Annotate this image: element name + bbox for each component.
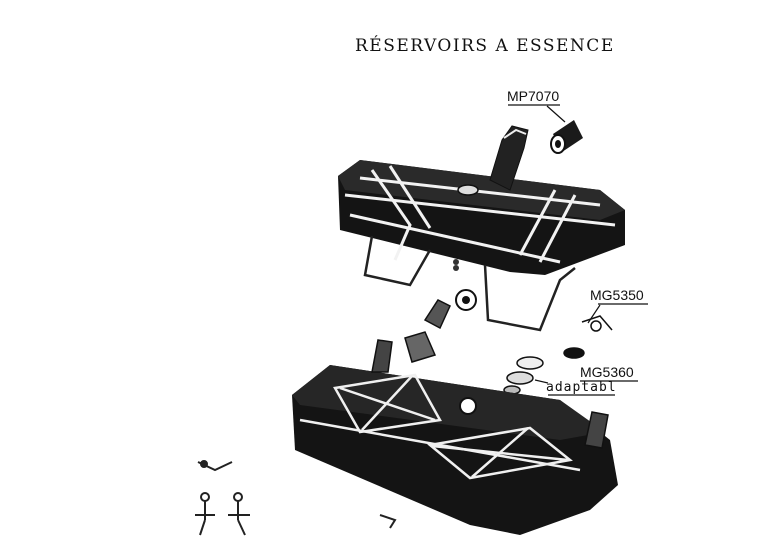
leader-mg5360	[534, 379, 549, 384]
label-mg5360: MG5360	[580, 364, 634, 380]
upper-fuel-tank	[338, 125, 625, 332]
label-mg5350: MG5350	[590, 287, 644, 303]
fuel-fittings	[404, 259, 477, 363]
diagram-title: RÉSERVOIRS A ESSENCE	[355, 36, 615, 56]
gasket-set-mg5360	[503, 356, 544, 395]
leader-mp7070	[546, 105, 566, 123]
leader-mg5350	[587, 304, 601, 324]
leader-lines	[508, 104, 648, 396]
lower-fuel-tank	[292, 339, 618, 535]
filler-cap-mp7070	[550, 120, 583, 154]
drain-taps	[195, 460, 397, 536]
label-mp7070: MP7070	[507, 88, 560, 104]
fuel-sender-mg5350	[563, 315, 613, 359]
label-adaptabl: adaptabl	[546, 380, 617, 395]
